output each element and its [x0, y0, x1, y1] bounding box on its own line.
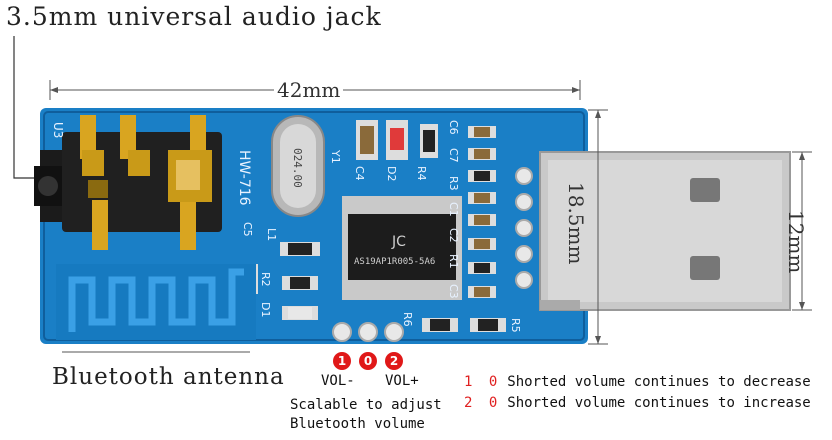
- svg-text:C5: C5: [241, 222, 254, 237]
- vol-minus-label: VOL-: [321, 373, 355, 389]
- scalable-caption: Scalable to adjust Bluetooth volume: [290, 396, 442, 434]
- usb-length-dimension-label: 18.5mm: [564, 182, 588, 265]
- svg-text:R1: R1: [447, 254, 460, 269]
- svg-text:024.00: 024.00: [291, 148, 304, 188]
- svg-text:AS19AP1R005-5A6: AS19AP1R005-5A6: [354, 257, 435, 267]
- svg-text:C6: C6: [447, 120, 460, 135]
- svg-text:R2: R2: [259, 272, 272, 287]
- jack-callout-line: [13, 36, 40, 179]
- note-increase-code: 2 0: [464, 395, 502, 411]
- scalable-caption-line1: Scalable to adjust: [290, 397, 442, 413]
- svg-text:D1: D1: [259, 302, 272, 317]
- svg-text:L1: L1: [265, 228, 278, 241]
- note-increase: 2 0 Shorted volume continues to increase: [464, 395, 811, 411]
- svg-text:C1: C1: [447, 202, 460, 217]
- main-ic-chip: AS19AP1R005-5A6 JC: [342, 196, 462, 300]
- board-model-text: HW-716: [236, 150, 252, 206]
- svg-text:R6: R6: [401, 312, 414, 327]
- svg-text:C4: C4: [353, 166, 366, 181]
- usb-connector: [539, 151, 791, 311]
- width-dimension-label: 42mm: [274, 78, 344, 102]
- vol-plus-label: VOL+: [385, 373, 419, 389]
- note-decrease-text: Shorted volume continues to decrease: [507, 374, 811, 390]
- svg-text:R5: R5: [509, 318, 522, 333]
- usb-pads: [515, 167, 533, 289]
- svg-text:JC: JC: [391, 234, 406, 250]
- crystal-oscillator: 024.00: [271, 115, 325, 217]
- bluetooth-antenna-trace: [56, 264, 256, 340]
- title-label: 3.5mm universal audio jack: [6, 2, 382, 31]
- svg-text:Y1: Y1: [329, 149, 342, 164]
- pad-badge-0: 0: [359, 352, 377, 370]
- svg-text:R4: R4: [415, 166, 428, 181]
- svg-text:C7: C7: [447, 148, 460, 163]
- svg-text:R3: R3: [447, 176, 460, 191]
- silkscreen-labels: C5 L1 Y1 C4 D2 R4 C6 C7 R3 C1 C2 R1 C3 R…: [241, 120, 522, 333]
- svg-text:C2: C2: [447, 228, 460, 243]
- svg-text:U3: U3: [51, 122, 65, 138]
- note-increase-text: Shorted volume continues to increase: [507, 395, 811, 411]
- volume-pads: [332, 322, 404, 342]
- usb-width-dimension-label: 12mm: [784, 210, 808, 274]
- pad-badge-2: 2: [385, 352, 403, 370]
- scalable-caption-line2: Bluetooth volume: [290, 416, 425, 432]
- svg-text:C3: C3: [447, 284, 460, 299]
- note-decrease: 1 0 Shorted volume continues to decrease: [464, 374, 811, 390]
- note-decrease-code: 1 0: [464, 374, 502, 390]
- antenna-label: Bluetooth antenna: [52, 364, 285, 390]
- audio-jack: [34, 115, 222, 250]
- pad-badge-1: 1: [333, 352, 351, 370]
- svg-text:D2: D2: [385, 166, 398, 181]
